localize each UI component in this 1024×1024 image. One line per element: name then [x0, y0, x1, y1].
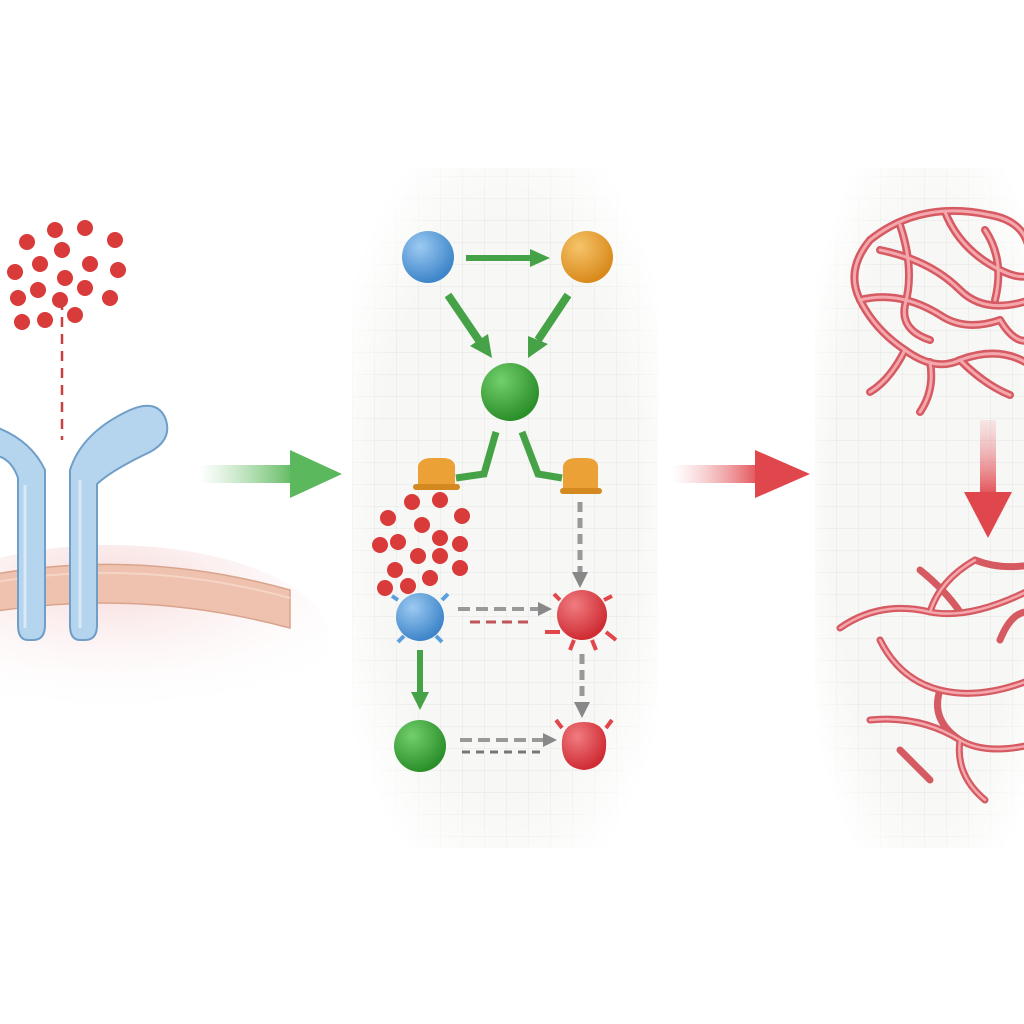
ligand-dot — [82, 256, 98, 272]
panel-receptor-binding — [0, 220, 330, 735]
remodeling-arrow — [964, 420, 1012, 538]
blood-vessel-network-icon — [850, 206, 1024, 416]
node-blue-top — [402, 231, 454, 283]
ligand-cluster-small-icon — [372, 492, 470, 596]
ligand-dot — [10, 290, 26, 306]
ligand-dot — [390, 534, 406, 550]
ligand-dot — [410, 548, 426, 564]
ligand-dot — [400, 578, 416, 594]
node-blue-receptor — [390, 592, 450, 644]
ligand-dot — [380, 510, 396, 526]
ligand-dot — [14, 314, 30, 330]
ligand-dot — [387, 562, 403, 578]
ligand-dot — [30, 282, 46, 298]
ligand-dot — [77, 280, 93, 296]
ligand-dot — [37, 312, 53, 328]
ligand-dot — [432, 492, 448, 508]
node-orange-receptor-left — [413, 458, 460, 490]
transition-arrow-1 — [200, 450, 342, 498]
ligand-dot — [19, 234, 35, 250]
ligand-dot — [110, 262, 126, 278]
ligand-dot — [432, 548, 448, 564]
ligand-cluster-icon — [7, 220, 126, 330]
node-green-bottom — [394, 720, 446, 772]
ligand-dot — [32, 256, 48, 272]
activation-arrows — [411, 249, 572, 710]
ligand-dot — [452, 536, 468, 552]
node-red-receptor — [545, 590, 618, 651]
transition-arrow-2 — [672, 450, 810, 498]
pruned-vessel-network-icon — [836, 556, 1024, 804]
ligand-dot — [77, 220, 93, 236]
ligand-dot — [372, 537, 388, 553]
node-orange-top — [561, 231, 613, 283]
ligand-dot — [52, 292, 68, 308]
ligand-dot — [57, 270, 73, 286]
indirect-arrows — [458, 502, 590, 754]
panel-vascular-remodeling — [815, 168, 1024, 848]
panel-signaling-network — [352, 168, 658, 848]
ligand-dot — [432, 530, 448, 546]
node-red-bottom — [554, 718, 614, 770]
ligand-dot — [452, 560, 468, 576]
node-green-center — [481, 363, 539, 421]
ligand-dot — [67, 307, 83, 323]
ligand-dot — [107, 232, 123, 248]
ligand-dot — [422, 570, 438, 586]
y-receptor-icon — [0, 404, 169, 641]
ligand-dot — [414, 517, 430, 533]
ligand-dot — [404, 494, 420, 510]
ligand-dot — [7, 264, 23, 280]
ligand-dot — [102, 290, 118, 306]
ligand-dot — [454, 508, 470, 524]
ligand-dot — [47, 222, 63, 238]
ligand-dot — [54, 242, 70, 258]
node-orange-receptor-right — [560, 458, 602, 494]
ligand-dot — [377, 580, 393, 596]
